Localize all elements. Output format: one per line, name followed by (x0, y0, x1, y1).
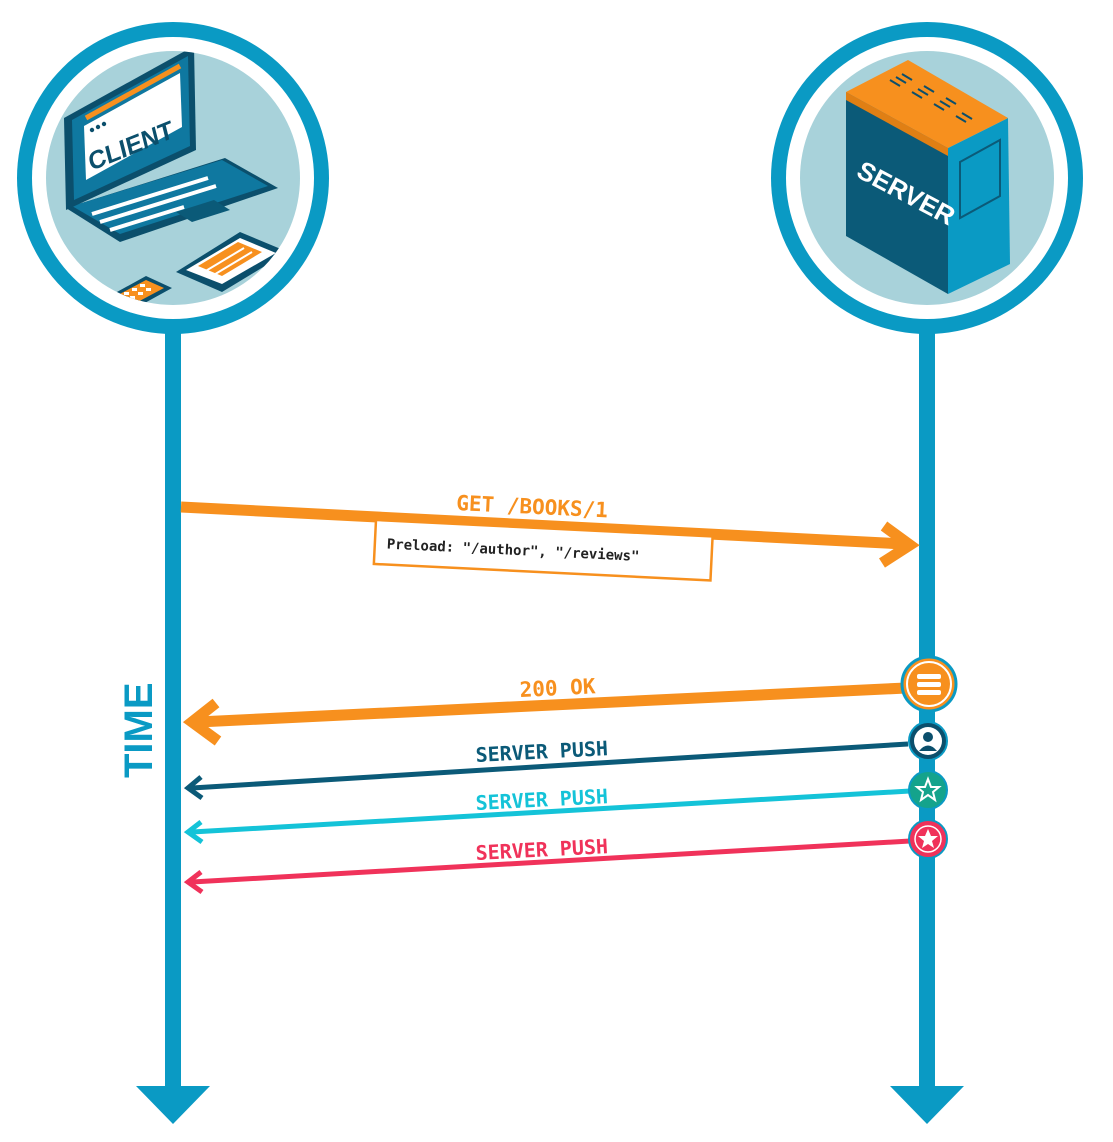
push-arrowhead-author (183, 775, 204, 801)
laptop-icon: CLIENT (64, 51, 288, 305)
response-arrowhead (182, 698, 222, 746)
push-arrow-line-author (191, 741, 909, 791)
push-message-author: SERVER PUSH (183, 721, 948, 801)
response-message: 200 OK (182, 655, 958, 746)
star-icon (908, 770, 948, 810)
push-arrow-line-reviews (191, 788, 911, 835)
server-icon: SERVER (846, 60, 1010, 294)
star-icon (908, 819, 948, 859)
user-icon (908, 721, 948, 761)
client-lifeline-arrowhead (136, 1086, 210, 1124)
preload-header-box: Preload: "/author", "/reviews" (372, 518, 714, 582)
response-arrow-line (197, 682, 907, 728)
client-node: CLIENT (17, 22, 329, 334)
push-message-reviews: SERVER PUSH (183, 770, 948, 845)
request-arrow-line (180, 501, 905, 550)
server-node: SERVER (771, 22, 1083, 334)
push-arrowhead-red (183, 870, 204, 895)
response-label: 200 OK (519, 674, 596, 702)
client-lifeline (136, 330, 210, 1124)
push-arrowhead-reviews (183, 820, 204, 845)
stack-icon (900, 655, 958, 713)
request-message: GET /BOOKS/1 Preload: "/author", "/revie… (180, 491, 920, 582)
server-lifeline-arrowhead (890, 1086, 964, 1124)
push-message-red: SERVER PUSH (183, 819, 948, 895)
push-arrow-line-red (191, 838, 911, 885)
time-label: TIME (117, 682, 161, 778)
request-arrowhead (879, 521, 920, 568)
